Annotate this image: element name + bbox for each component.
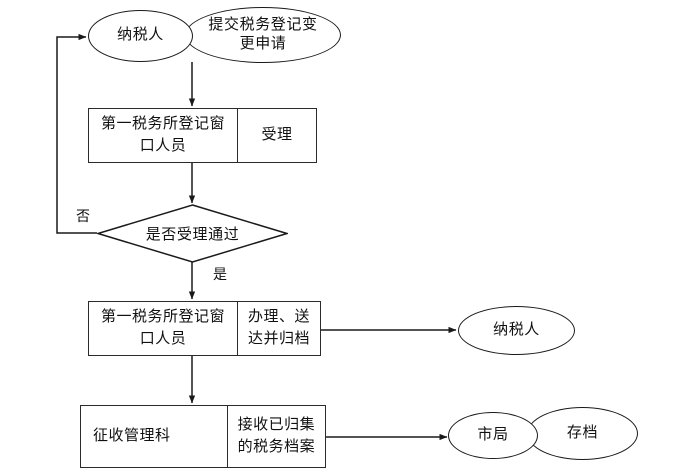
edge-label-no-text: 否 bbox=[76, 210, 91, 225]
node-start-taxpayer[interactable]: 纳税人 bbox=[88, 10, 193, 62]
node-collection-dept-action-label: 接收已归集的税务档案 bbox=[237, 416, 316, 455]
decision-diamond-shape bbox=[97, 204, 288, 263]
node-process-window-role[interactable]: 第一税务所登记窗口人员 bbox=[89, 302, 238, 355]
node-decision-label-wrap: 是否受理通过 bbox=[97, 204, 288, 263]
node-accept-window-role-label: 第一税务所登记窗口人员 bbox=[100, 115, 225, 154]
node-accept-window-action[interactable]: 受理 bbox=[238, 109, 316, 162]
edge-label-yes: 是 bbox=[213, 264, 227, 284]
node-process-window-action-label: 办理、送达并归档 bbox=[247, 308, 310, 347]
node-accept-window-role[interactable]: 第一税务所登记窗口人员 bbox=[89, 109, 238, 162]
node-process-window-action[interactable]: 办理、送达并归档 bbox=[238, 302, 320, 355]
node-return-taxpayer-label: 纳税人 bbox=[493, 321, 540, 338]
node-collection-dept-role-label: 征收管理科 bbox=[93, 427, 171, 444]
node-collection-dept-action[interactable]: 接收已归集的税务档案 bbox=[228, 406, 325, 467]
node-return-taxpayer[interactable]: 纳税人 bbox=[458, 306, 575, 355]
node-start-taxpayer-label: 纳税人 bbox=[117, 27, 164, 44]
node-accept-row[interactable]: 第一税务所登记窗口人员 受理 bbox=[88, 108, 317, 163]
node-process-row[interactable]: 第一税务所登记窗口人员 办理、送达并归档 bbox=[88, 301, 321, 356]
node-decision[interactable]: 是否受理通过 bbox=[97, 204, 288, 263]
node-archive-label: 存档 bbox=[566, 424, 599, 441]
node-submit-application[interactable]: 提交税务登记变更申请 bbox=[185, 7, 341, 63]
edge-label-yes-text: 是 bbox=[213, 268, 228, 283]
node-decision-label: 是否受理通过 bbox=[145, 227, 240, 243]
node-collection-dept-role[interactable]: 征收管理科 bbox=[81, 406, 228, 467]
node-process-window-role-label: 第一税务所登记窗口人员 bbox=[100, 308, 225, 347]
edge-decision-no-feedback bbox=[56, 33, 97, 234]
node-submit-application-label: 提交税务登记变更申请 bbox=[208, 16, 318, 52]
node-archive[interactable]: 存档 bbox=[527, 407, 638, 460]
edge-label-no: 否 bbox=[76, 206, 90, 226]
node-city-bureau[interactable]: 市局 bbox=[448, 412, 538, 459]
node-collection-row[interactable]: 征收管理科 接收已归集的税务档案 bbox=[80, 405, 326, 468]
node-city-bureau-label: 市局 bbox=[477, 426, 509, 443]
node-accept-window-action-label: 受理 bbox=[261, 126, 293, 143]
